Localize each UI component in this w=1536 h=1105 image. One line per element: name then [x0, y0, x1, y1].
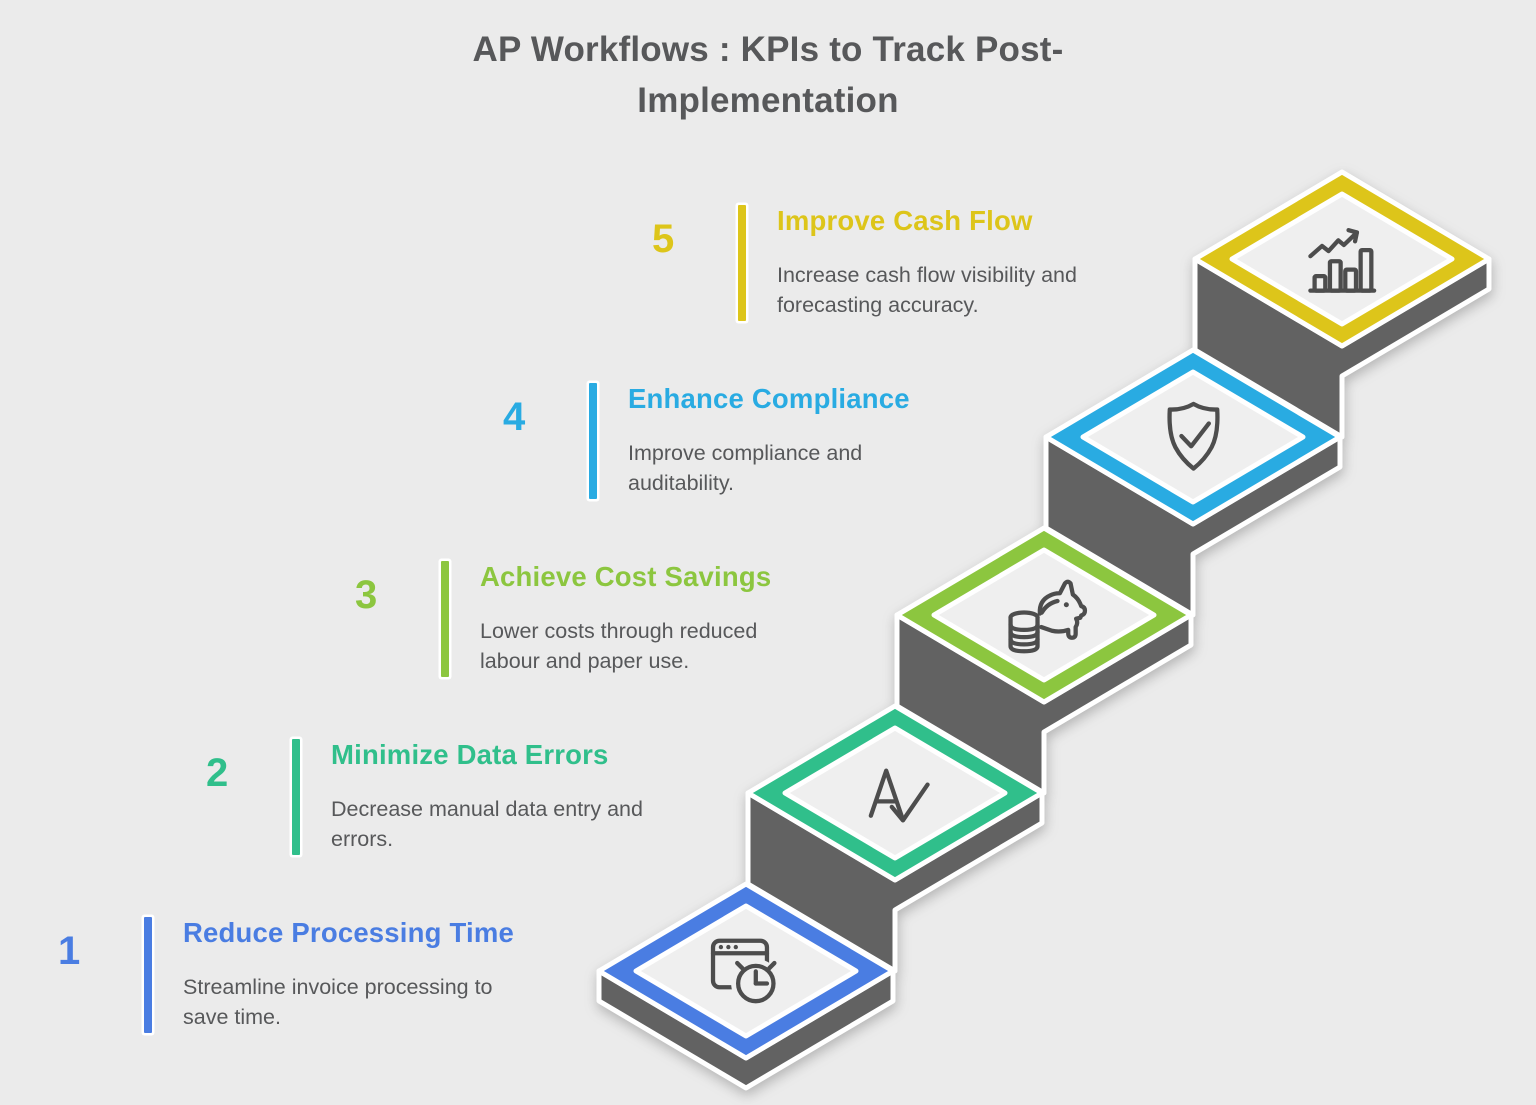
step-3-number: 3	[355, 573, 378, 617]
step-2-description: Decrease manual data entry and errors.	[331, 796, 643, 852]
step-1-description: Streamline invoice processing to save ti…	[183, 974, 493, 1030]
growth-chart-icon	[1308, 227, 1377, 293]
step-5-description: Increase cash flow visibility and foreca…	[777, 262, 1077, 318]
step-2-graphic	[745, 703, 1045, 974]
step-1-text: 1 Reduce Processing Time Streamline invo…	[58, 917, 518, 1033]
step-5-diamond-inner	[1229, 191, 1455, 327]
step-4-title: Enhance Compliance	[628, 383, 910, 414]
step-2-accent-bar	[292, 739, 300, 855]
step-5-text: 5 Improve Cash Flow Increase cash flow v…	[652, 205, 1137, 321]
step-3-description: Lower costs through reduced labour and p…	[480, 618, 758, 674]
step-4-accent-bar	[589, 383, 597, 499]
step-2-title: Minimize Data Errors	[331, 739, 609, 770]
piggy-bank-coins-icon	[1008, 579, 1088, 654]
step-3-text: 3 Achieve Cost Savings Lower costs throu…	[355, 561, 785, 677]
step-1-graphic	[596, 881, 896, 1091]
step-4-number: 4	[503, 395, 526, 439]
step-5-accent-bar	[738, 205, 746, 321]
step-4-diamond-inner	[1080, 369, 1306, 505]
spellcheck-icon	[868, 768, 930, 823]
shield-check-icon	[1167, 401, 1220, 471]
step-4-description: Improve compliance and auditability.	[628, 440, 863, 496]
step-1-accent-bar	[144, 917, 152, 1033]
step-4-text: 4 Enhance Compliance Improve compliance …	[503, 383, 910, 499]
page-title: AP Workflows : KPIs to Track Post- Implem…	[0, 24, 1536, 127]
browser-clock-icon	[710, 938, 781, 1009]
step-2-text: 2 Minimize Data Errors Decrease manual d…	[206, 739, 666, 855]
step-3-diamond-inner	[931, 547, 1157, 683]
step-2-number: 2	[206, 751, 229, 795]
step-5-number: 5	[652, 217, 675, 261]
step-1-title: Reduce Processing Time	[183, 917, 514, 948]
step-3-accent-bar	[441, 561, 449, 677]
page-title-line-1: AP Workflows : KPIs to Track Post-	[472, 30, 1064, 69]
step-1-number: 1	[58, 929, 81, 973]
page-title-line-2: Implementation	[637, 81, 899, 121]
step-5-graphic	[1192, 169, 1492, 440]
step-3-title: Achieve Cost Savings	[480, 561, 772, 592]
step-5-title: Improve Cash Flow	[777, 205, 1033, 236]
